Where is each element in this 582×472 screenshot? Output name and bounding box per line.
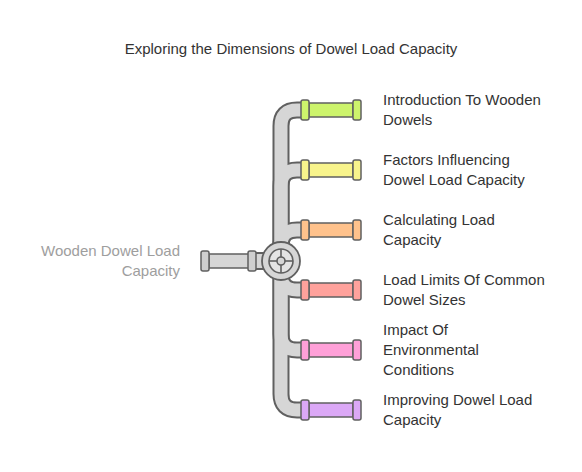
node-text-group: Load Limits Of Common Dowel Sizes — [383, 270, 545, 310]
node-text-group: Introduction To Wooden Dowels — [383, 90, 545, 130]
pipe-segment — [300, 279, 362, 301]
pipe-cap — [301, 220, 309, 240]
pipe-segment — [300, 339, 362, 361]
pipe-connector — [256, 261, 302, 410]
branch-node: Load Limits Of Common Dowel Sizes — [300, 270, 545, 310]
root-label: Wooden Dowel Load Capacity — [20, 241, 180, 281]
node-text-group: Factors Influencing Dowel Load Capacity — [383, 150, 545, 190]
pipe-cap — [353, 100, 361, 120]
pipe-outline — [256, 110, 302, 261]
pipe-cap — [353, 220, 361, 240]
pipe-body — [209, 254, 249, 268]
branch-label: Improving Dowel Load Capacity — [383, 390, 545, 430]
branch-label: Introduction To Wooden Dowels — [383, 90, 545, 130]
pipe-body — [309, 343, 353, 357]
pipe-cap — [201, 251, 209, 271]
pipe-body — [309, 403, 353, 417]
branch-node: Calculating Load Capacity — [300, 210, 545, 250]
pipe-segment — [300, 159, 362, 181]
pipe-body — [309, 223, 353, 237]
root-node: Wooden Dowel Load Capacity — [20, 241, 258, 281]
node-text-group: Wooden Dowel Load Capacity — [20, 241, 180, 281]
pipe-outline-layer — [256, 110, 302, 410]
branch-node: Introduction To Wooden Dowels — [300, 90, 545, 130]
pipe-body — [309, 283, 353, 297]
node-text-group: Improving Dowel Load Capacity — [383, 390, 545, 430]
branch-node: Impact Of Environmental Conditions — [300, 320, 545, 380]
branch-node: Improving Dowel Load Capacity — [300, 390, 545, 430]
node-text-group: Impact Of Environmental Conditions — [383, 320, 545, 380]
pipe-fill-layer — [256, 110, 302, 410]
pipe-cap — [301, 160, 309, 180]
pipe-cap — [301, 280, 309, 300]
branch-label: Impact Of Environmental Conditions — [383, 320, 545, 380]
pipe-cap — [301, 340, 309, 360]
branch-node: Factors Influencing Dowel Load Capacity — [300, 150, 545, 190]
pipe-segment — [300, 99, 362, 121]
pipe-segment — [300, 399, 362, 421]
pipe-cap — [353, 400, 361, 420]
pipe-cap — [301, 100, 309, 120]
branch-label: Load Limits Of Common Dowel Sizes — [383, 270, 545, 310]
pipe-cap — [353, 280, 361, 300]
pipe-body — [309, 103, 353, 117]
pipe-segment — [300, 219, 362, 241]
pipe-cap — [248, 251, 256, 271]
valve-hub — [262, 242, 300, 280]
pipe-outline — [256, 261, 302, 410]
pipe-stub — [200, 250, 258, 272]
pipe-cap — [301, 400, 309, 420]
node-text-group: Calculating Load Capacity — [383, 210, 545, 250]
branch-label: Calculating Load Capacity — [383, 210, 545, 250]
diagram-title: Exploring the Dimensions of Dowel Load C… — [0, 40, 582, 57]
pipe-cap — [353, 340, 361, 360]
pipe-body — [309, 163, 353, 177]
pipe-connector — [256, 110, 302, 261]
pipe-cap — [353, 160, 361, 180]
branch-label: Factors Influencing Dowel Load Capacity — [383, 150, 545, 190]
